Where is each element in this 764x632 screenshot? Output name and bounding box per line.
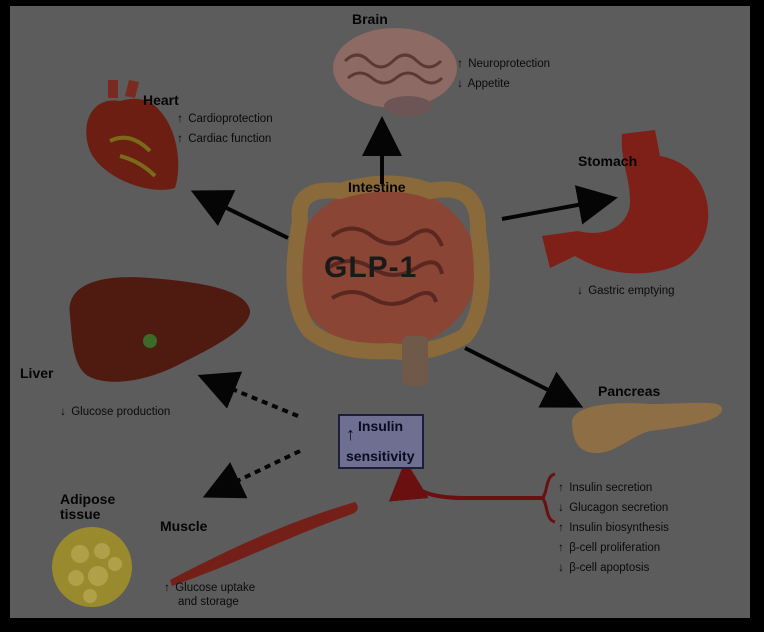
heart-effect-2: ↑ Cardiac function xyxy=(175,133,271,147)
muscle-label: Muscle xyxy=(160,519,207,534)
insulin-sensitivity-line1: Insulin xyxy=(358,418,403,434)
stomach-effect-1: ↓ Gastric emptying xyxy=(575,285,674,299)
brain-label: Brain xyxy=(352,12,388,27)
arrow-to-pancreas xyxy=(465,348,576,404)
stomach-illustration xyxy=(542,130,708,273)
muscle-effect-1: ↑ Glucose uptake and storage xyxy=(162,582,255,610)
intestine-illustration xyxy=(293,184,482,387)
arrow-to-stomach xyxy=(502,199,610,219)
brain-effect-2: ↓ Appetite xyxy=(455,78,510,92)
pancreas-effect-4: ↑ β-cell proliferation xyxy=(556,542,660,556)
dashed-arrow-to-muscle xyxy=(210,451,300,494)
pancreas-label: Pancreas xyxy=(598,384,660,399)
heart-effect-1: ↑ Cardioprotection xyxy=(175,113,273,127)
pancreas-to-insulin-arrow xyxy=(406,468,545,498)
heart-label: Heart xyxy=(143,93,179,108)
glp1-label: GLP-1 xyxy=(324,251,417,284)
liver-effect-1: ↓ Glucose production xyxy=(58,406,170,420)
insulin-sensitivity-box: ↑ Insulin sensitivity xyxy=(338,414,424,469)
pancreas-effect-5: ↓ β-cell apoptosis xyxy=(556,562,649,576)
muscle-illustration xyxy=(170,502,358,586)
pancreas-effect-3: ↑ Insulin biosynthesis xyxy=(556,522,669,536)
glp1-diagram: Brain ↑ Neuroprotection ↓ Appetite Heart… xyxy=(10,6,750,618)
pancreas-effects-brace xyxy=(542,474,555,522)
pancreas-effect-2: ↓ Glucagon secretion xyxy=(556,502,668,516)
dashed-arrow-to-liver xyxy=(205,378,298,416)
insulin-sensitivity-line2: sensitivity xyxy=(346,448,414,464)
liver-label: Liver xyxy=(20,366,53,381)
intestine-label: Intestine xyxy=(348,180,406,195)
stomach-label: Stomach xyxy=(578,154,637,169)
brain-illustration xyxy=(333,28,457,116)
brain-effect-1: ↑ Neuroprotection xyxy=(455,58,550,72)
pancreas-illustration xyxy=(572,403,722,453)
pancreas-effect-1: ↑ Insulin secretion xyxy=(556,482,652,496)
liver-illustration xyxy=(70,277,251,382)
adipose-illustration xyxy=(52,527,132,607)
arrow-to-heart xyxy=(198,194,288,238)
